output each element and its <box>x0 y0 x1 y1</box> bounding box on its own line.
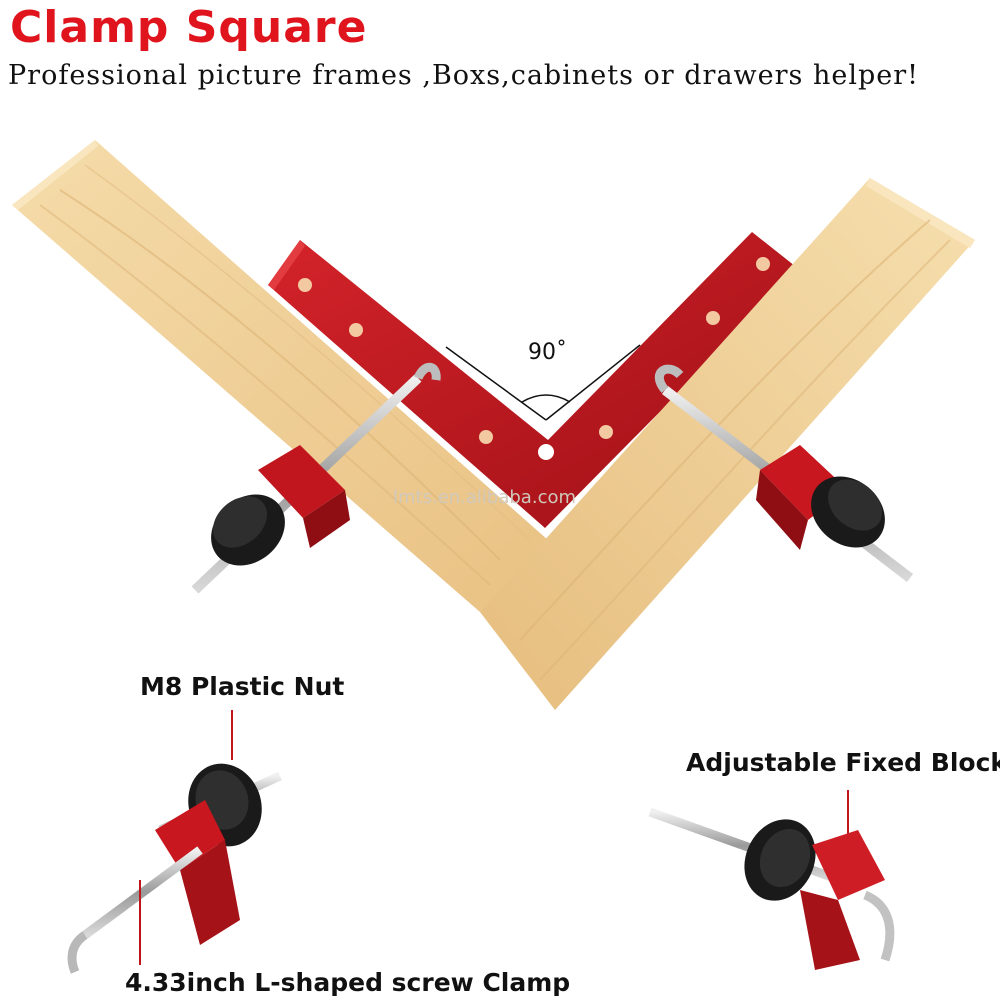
clamp-square-body <box>268 232 800 528</box>
screw-callout-label: 4.33inch L-shaped screw Clamp <box>125 968 571 997</box>
right-clamp-assembly <box>654 364 914 582</box>
angle-indicator <box>445 344 641 421</box>
left-wood-board <box>12 140 548 612</box>
block-callout-label: Adjustable Fixed Block <box>686 748 1000 777</box>
left-clamp-assembly <box>191 362 441 594</box>
nut-callout-label: M8 Plastic Nut <box>140 672 345 701</box>
page-subtitle: Professional picture frames ,Boxs,cabine… <box>8 60 919 91</box>
block-detail-illustration <box>648 790 895 970</box>
nut-detail-illustration <box>67 710 282 974</box>
angle-label: 90˚ <box>528 340 567 365</box>
page-title: Clamp Square <box>10 2 368 53</box>
watermark-text: lmts.en.alibaba.com <box>393 487 577 508</box>
